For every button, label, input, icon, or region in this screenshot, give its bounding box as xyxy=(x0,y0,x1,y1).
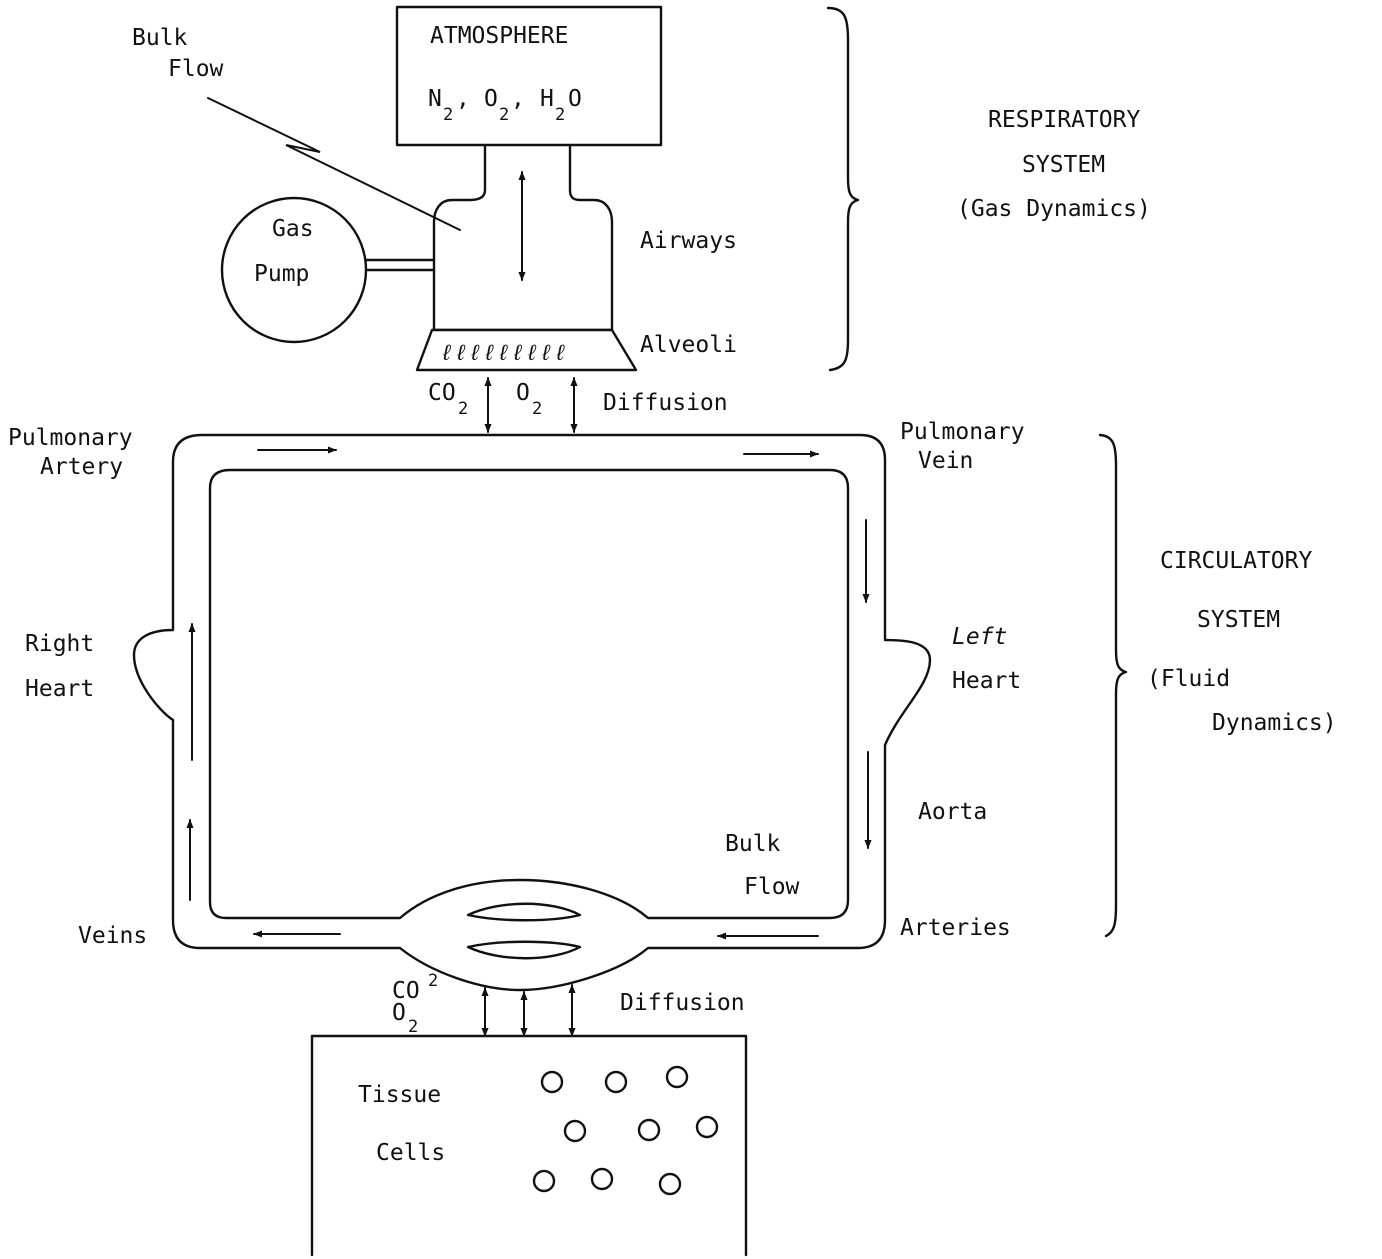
bottom-o2-label: O 2 xyxy=(392,1000,418,1037)
respiratory-system-label-3: (Gas Dynamics) xyxy=(957,196,1151,222)
pulmonary-vein-label-1: Pulmonary xyxy=(900,419,1025,445)
alveoli-coils: ℓℓℓℓℓℓℓℓℓ xyxy=(440,341,568,366)
svg-text:2: 2 xyxy=(428,971,438,991)
cell-icon xyxy=(542,1072,562,1092)
tissue-label-2: Cells xyxy=(376,1140,445,1166)
svg-text:O: O xyxy=(516,380,530,406)
top-diffusion-label: Diffusion xyxy=(603,390,728,416)
svg-text:2: 2 xyxy=(555,105,565,125)
respiratory-brace xyxy=(828,8,858,370)
airways-label: Airways xyxy=(640,228,737,254)
gas-pump-label-1: Gas xyxy=(272,216,314,242)
circulatory-system-label-1: CIRCULATORY xyxy=(1160,548,1312,574)
alveoli-label: Alveoli xyxy=(640,332,737,358)
svg-text:2: 2 xyxy=(458,399,468,419)
svg-text:O: O xyxy=(568,86,582,112)
right-heart-label-2: Heart xyxy=(25,676,94,702)
svg-text:O: O xyxy=(484,86,498,112)
pulmonary-vein-label-2: Vein xyxy=(918,448,973,474)
left-heart-label-2: Heart xyxy=(952,668,1021,694)
svg-text:H: H xyxy=(540,86,554,112)
svg-text:2: 2 xyxy=(443,105,453,125)
cell-icon xyxy=(592,1169,612,1189)
left-heart-label-1: Left xyxy=(952,624,1007,650)
right-heart-label-1: Right xyxy=(25,631,94,657)
pulmonary-artery-label-2: Artery xyxy=(40,454,123,480)
svg-text:2: 2 xyxy=(532,399,542,419)
respiratory-system-label-2: SYSTEM xyxy=(1022,152,1105,178)
tissue-cells xyxy=(534,1067,717,1194)
cell-icon xyxy=(565,1121,585,1141)
top-bulk-flow-label-1: Bulk xyxy=(132,25,188,51)
tissue-label-1: Tissue xyxy=(358,1082,441,1108)
top-bulk-flow-label-2: Flow xyxy=(168,56,224,82)
cell-icon xyxy=(697,1117,717,1137)
circulatory-system-label-3: (Fluid xyxy=(1147,666,1230,692)
circulatory-brace xyxy=(1100,435,1126,936)
circulation-outer-wall xyxy=(134,435,930,990)
circulatory-system-label-2: SYSTEM xyxy=(1197,607,1280,633)
capillary-lens-lower xyxy=(468,942,580,959)
respiratory-system-label-1: RESPIRATORY xyxy=(988,107,1140,133)
capillary-lens-upper xyxy=(468,904,580,921)
svg-text:CO: CO xyxy=(428,380,456,406)
svg-text:,: , xyxy=(511,86,525,112)
arteries-label: Arteries xyxy=(900,915,1011,941)
cell-icon xyxy=(639,1120,659,1140)
cell-icon xyxy=(667,1067,687,1087)
cell-icon xyxy=(606,1072,626,1092)
top-o2-label: O 2 xyxy=(516,380,542,419)
svg-text:N: N xyxy=(428,86,442,112)
gas-pump-label-2: Pump xyxy=(254,261,309,287)
veins-label: Veins xyxy=(78,923,147,949)
svg-text:,: , xyxy=(456,86,470,112)
atmosphere-title: ATMOSPHERE xyxy=(430,23,568,49)
bulk-flow-label-1: Bulk xyxy=(725,831,781,857)
circulatory-system-label-4: Dynamics) xyxy=(1212,710,1337,736)
bottom-diffusion-label: Diffusion xyxy=(620,990,745,1016)
svg-text:2: 2 xyxy=(408,1017,418,1037)
aorta-label: Aorta xyxy=(918,799,987,825)
top-co2-label: CO 2 xyxy=(428,380,468,419)
svg-text:O: O xyxy=(392,1000,406,1026)
pulmonary-artery-label-1: Pulmonary xyxy=(8,425,133,451)
cell-icon xyxy=(660,1174,680,1194)
cell-icon xyxy=(534,1171,554,1191)
bulk-flow-label-2: Flow xyxy=(744,874,800,900)
svg-text:2: 2 xyxy=(499,105,509,125)
